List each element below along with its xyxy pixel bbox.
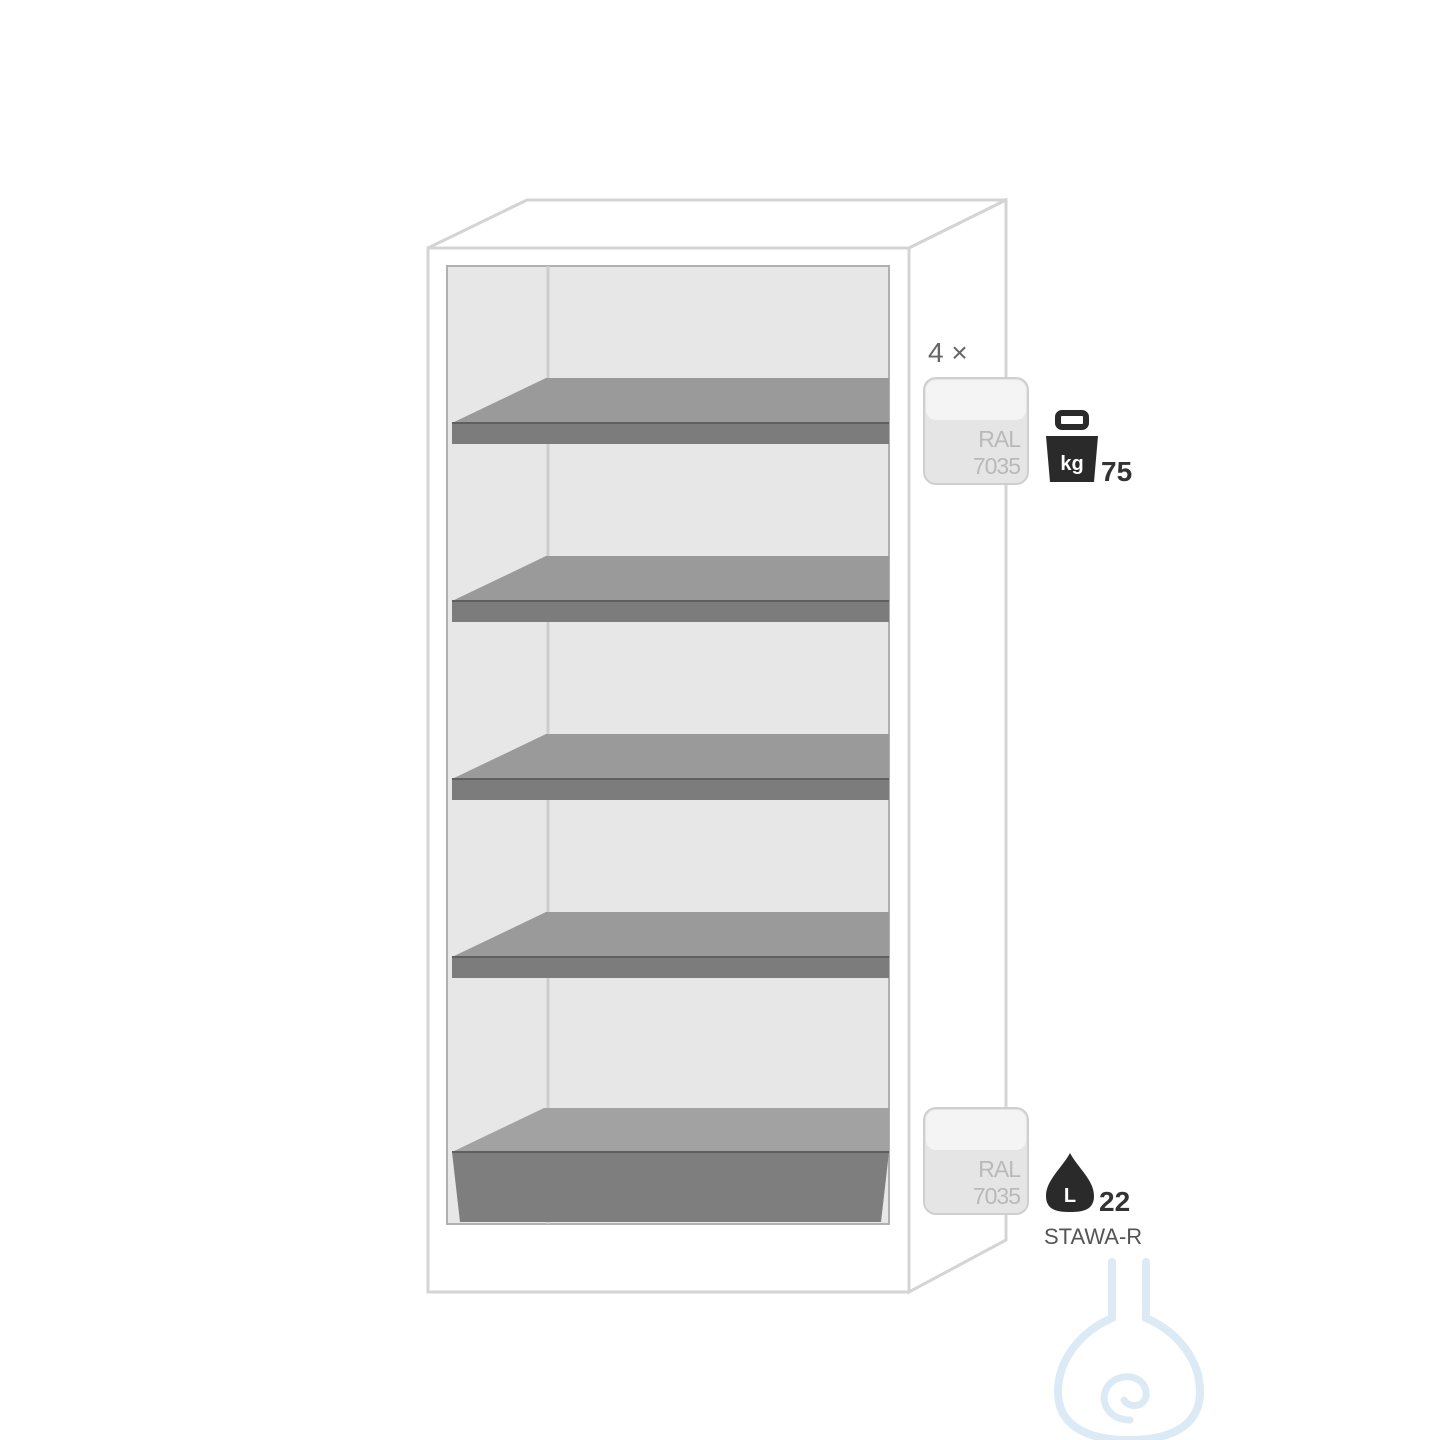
shelf-1 <box>452 378 889 444</box>
liquid-drop-icon: L <box>1046 1153 1094 1212</box>
shelf-2 <box>452 556 889 622</box>
shelf-load-value: 75 <box>1101 456 1132 487</box>
sump-standard-label: STAWA-R <box>1044 1224 1142 1249</box>
sump-swatch-ral: RAL <box>978 1156 1021 1182</box>
shelf-3 <box>452 734 889 800</box>
shelves <box>452 378 889 978</box>
bottom-sump <box>452 1108 889 1222</box>
sump-color-swatch: RAL 7035 <box>923 1107 1029 1215</box>
weight-icon: kg <box>1046 410 1098 482</box>
sump-volume-value: 22 <box>1099 1186 1130 1217</box>
shelf-swatch-ral: RAL <box>978 426 1021 452</box>
volume-unit: L <box>1064 1185 1076 1207</box>
sump-swatch-code: 7035 <box>973 1183 1020 1209</box>
shelf-color-swatch: RAL 7035 <box>923 377 1029 485</box>
shelf-count-label: 4 × <box>928 337 968 368</box>
shelf-4 <box>452 912 889 978</box>
weight-unit: kg <box>1060 453 1083 475</box>
flask-logo-icon <box>1053 1258 1205 1440</box>
shelf-swatch-code: 7035 <box>973 453 1020 479</box>
